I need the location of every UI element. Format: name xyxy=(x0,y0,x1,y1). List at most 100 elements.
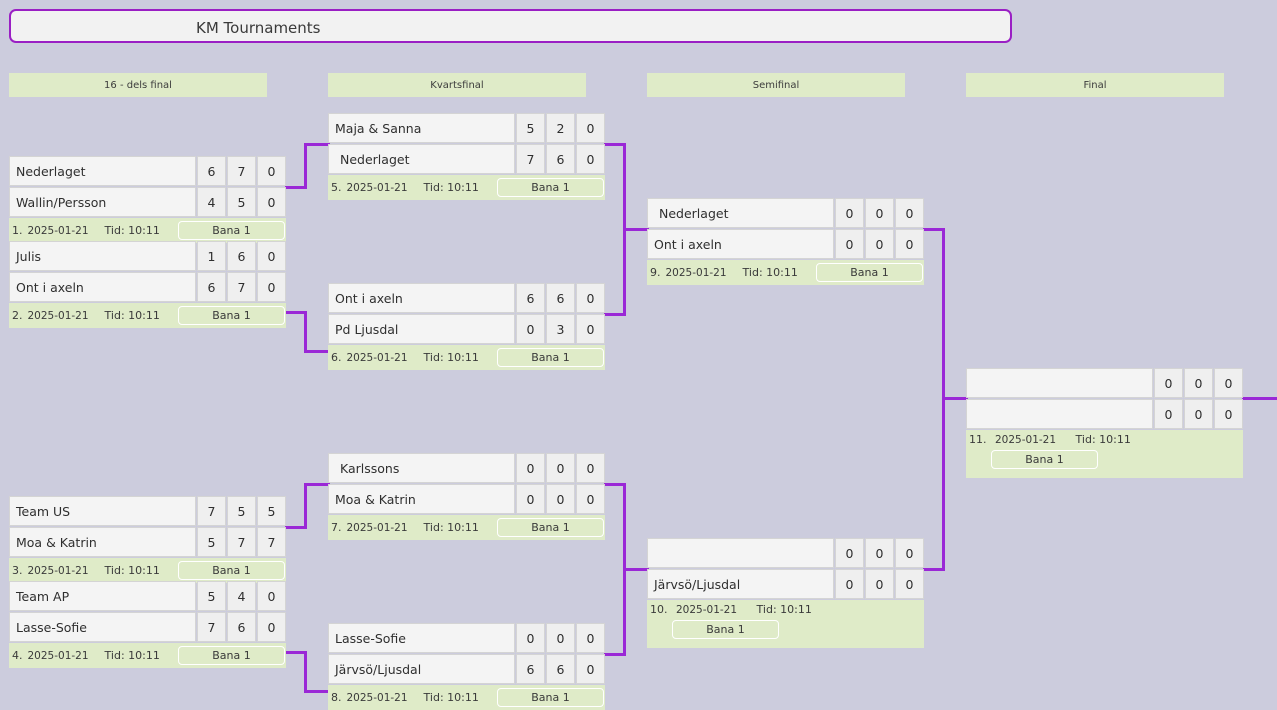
match-1[interactable]: Nederlaget 6 7 0 Wallin/Persson 4 5 0 1.… xyxy=(9,156,286,243)
score-cell: 0 xyxy=(895,198,924,228)
match-time: Tid: 10:11 xyxy=(104,564,160,577)
match-11[interactable]: 0 0 0 0 0 0 11. 2025-01-21 Tid: 10:11 Ba… xyxy=(966,368,1243,478)
team-name: Ont i axeln xyxy=(647,229,834,259)
score-cell: 0 xyxy=(895,229,924,259)
team-row[interactable]: Team AP 5 4 0 xyxy=(9,581,286,611)
team-row[interactable]: Nederlaget 0 0 0 xyxy=(647,198,924,228)
court-badge[interactable]: Bana 1 xyxy=(497,348,604,367)
team-row[interactable]: Moa & Katrin 0 0 0 xyxy=(328,484,605,514)
score-cell: 0 xyxy=(257,156,286,186)
team-row[interactable]: Nederlaget 6 7 0 xyxy=(9,156,286,186)
connector-m3-out xyxy=(285,526,307,529)
round-header-label: Kvartsfinal xyxy=(430,79,484,91)
match-date: 2025-01-21 xyxy=(995,434,1057,446)
team-row[interactable]: Wallin/Persson 4 5 0 xyxy=(9,187,286,217)
score-cell: 0 xyxy=(1154,368,1183,398)
match-time: Tid: 10:11 xyxy=(104,649,160,662)
team-row[interactable]: Lasse-Sofie 7 6 0 xyxy=(9,612,286,642)
score-cell: 0 xyxy=(576,623,605,653)
match-meta: 2. 2025-01-21 Tid: 10:11 Bana 1 xyxy=(9,303,286,328)
match-8[interactable]: Lasse-Sofie 0 0 0 Järvsö/Ljusdal 6 6 0 8… xyxy=(328,623,605,710)
team-row[interactable]: Maja & Sanna 5 2 0 xyxy=(328,113,605,143)
team-row[interactable]: 0 0 0 xyxy=(647,538,924,568)
team-name: Ont i axeln xyxy=(328,283,515,313)
score-cell: 7 xyxy=(227,156,256,186)
court-badge[interactable]: Bana 1 xyxy=(497,688,604,707)
team-row[interactable]: Ont i axeln 6 7 0 xyxy=(9,272,286,302)
match-5[interactable]: Maja & Sanna 5 2 0 Nederlaget 7 6 0 5. 2… xyxy=(328,113,605,200)
round-header-label: 16 - dels final xyxy=(104,79,172,91)
team-row[interactable]: Nederlaget 7 6 0 xyxy=(328,144,605,174)
score-cell: 0 xyxy=(576,283,605,313)
match-time: Tid: 10:11 xyxy=(104,224,160,237)
team-row[interactable]: Karlssons 0 0 0 xyxy=(328,453,605,483)
team-name: Lasse-Sofie xyxy=(328,623,515,653)
match-meta: 3. 2025-01-21 Tid: 10:11 Bana 1 xyxy=(9,558,286,583)
match-6[interactable]: Ont i axeln 6 6 0 Pd Ljusdal 0 3 0 6. 20… xyxy=(328,283,605,370)
match-number: 3. xyxy=(12,564,23,577)
score-cell: 6 xyxy=(227,241,256,271)
team-row[interactable]: Moa & Katrin 5 7 7 xyxy=(9,527,286,557)
score-cell: 6 xyxy=(516,283,545,313)
court-badge[interactable]: Bana 1 xyxy=(672,620,779,639)
score-cell: 0 xyxy=(576,113,605,143)
team-row[interactable]: 0 0 0 xyxy=(966,399,1243,429)
match-number: 1. xyxy=(12,224,23,237)
team-row[interactable]: Järvsö/Ljusdal 0 0 0 xyxy=(647,569,924,599)
match-2[interactable]: Julis 1 6 0 Ont i axeln 6 7 0 2. 2025-01… xyxy=(9,241,286,328)
score-cell: 0 xyxy=(865,229,894,259)
match-number: 8. xyxy=(331,691,342,704)
round-header-16-dels-final: 16 - dels final xyxy=(9,73,267,97)
score-cell: 0 xyxy=(1184,399,1213,429)
score-cell: 0 xyxy=(576,484,605,514)
match-7[interactable]: Karlssons 0 0 0 Moa & Katrin 0 0 0 7. 20… xyxy=(328,453,605,540)
match-date: 2025-01-21 xyxy=(346,351,408,364)
team-name: Järvsö/Ljusdal xyxy=(647,569,834,599)
match-time: Tid: 10:11 xyxy=(1075,433,1131,446)
court-badge[interactable]: Bana 1 xyxy=(497,518,604,537)
court-badge[interactable]: Bana 1 xyxy=(991,450,1098,469)
score-cell: 0 xyxy=(1154,399,1183,429)
court-badge[interactable]: Bana 1 xyxy=(178,306,285,325)
match-date: 2025-01-21 xyxy=(346,181,408,194)
team-row[interactable]: 0 0 0 xyxy=(966,368,1243,398)
score-cell: 2 xyxy=(546,113,575,143)
score-cell: 0 xyxy=(576,314,605,344)
score-cell: 0 xyxy=(835,538,864,568)
match-10[interactable]: 0 0 0 Järvsö/Ljusdal 0 0 0 10. 2025-01-2… xyxy=(647,538,924,648)
match-number: 11. xyxy=(969,433,987,446)
match-meta: 1. 2025-01-21 Tid: 10:11 Bana 1 xyxy=(9,218,286,243)
court-badge[interactable]: Bana 1 xyxy=(497,178,604,197)
connector-m8-out xyxy=(604,653,626,656)
match-date: 2025-01-21 xyxy=(346,521,408,534)
match-3[interactable]: Team US 7 5 5 Moa & Katrin 5 7 7 3. 2025… xyxy=(9,496,286,583)
app-title-bar: KM Tournaments xyxy=(9,9,1012,43)
team-row[interactable]: Pd Ljusdal 0 3 0 xyxy=(328,314,605,344)
court-badge[interactable]: Bana 1 xyxy=(178,561,285,580)
team-row[interactable]: Lasse-Sofie 0 0 0 xyxy=(328,623,605,653)
score-cell: 7 xyxy=(227,272,256,302)
score-cell: 0 xyxy=(576,453,605,483)
match-number: 7. xyxy=(331,521,342,534)
match-meta: 8. 2025-01-21 Tid: 10:11 Bana 1 xyxy=(328,685,605,710)
team-row[interactable]: Ont i axeln 6 6 0 xyxy=(328,283,605,313)
court-badge[interactable]: Bana 1 xyxy=(178,646,285,665)
match-meta: 4. 2025-01-21 Tid: 10:11 Bana 1 xyxy=(9,643,286,668)
team-name: Moa & Katrin xyxy=(328,484,515,514)
score-cell: 6 xyxy=(516,654,545,684)
team-row[interactable]: Julis 1 6 0 xyxy=(9,241,286,271)
score-cell: 0 xyxy=(1184,368,1213,398)
team-row[interactable]: Ont i axeln 0 0 0 xyxy=(647,229,924,259)
score-cell: 6 xyxy=(227,612,256,642)
match-meta: 10. 2025-01-21 Tid: 10:11 Bana 1 xyxy=(647,600,924,648)
court-badge[interactable]: Bana 1 xyxy=(178,221,285,240)
team-row[interactable]: Team US 7 5 5 xyxy=(9,496,286,526)
match-number: 10. xyxy=(650,603,668,616)
score-cell: 7 xyxy=(257,527,286,557)
match-4[interactable]: Team AP 5 4 0 Lasse-Sofie 7 6 0 4. 2025-… xyxy=(9,581,286,668)
court-badge[interactable]: Bana 1 xyxy=(816,263,923,282)
match-9[interactable]: Nederlaget 0 0 0 Ont i axeln 0 0 0 9. 20… xyxy=(647,198,924,285)
score-cell: 0 xyxy=(865,198,894,228)
team-row[interactable]: Järvsö/Ljusdal 6 6 0 xyxy=(328,654,605,684)
score-cell: 5 xyxy=(197,527,226,557)
